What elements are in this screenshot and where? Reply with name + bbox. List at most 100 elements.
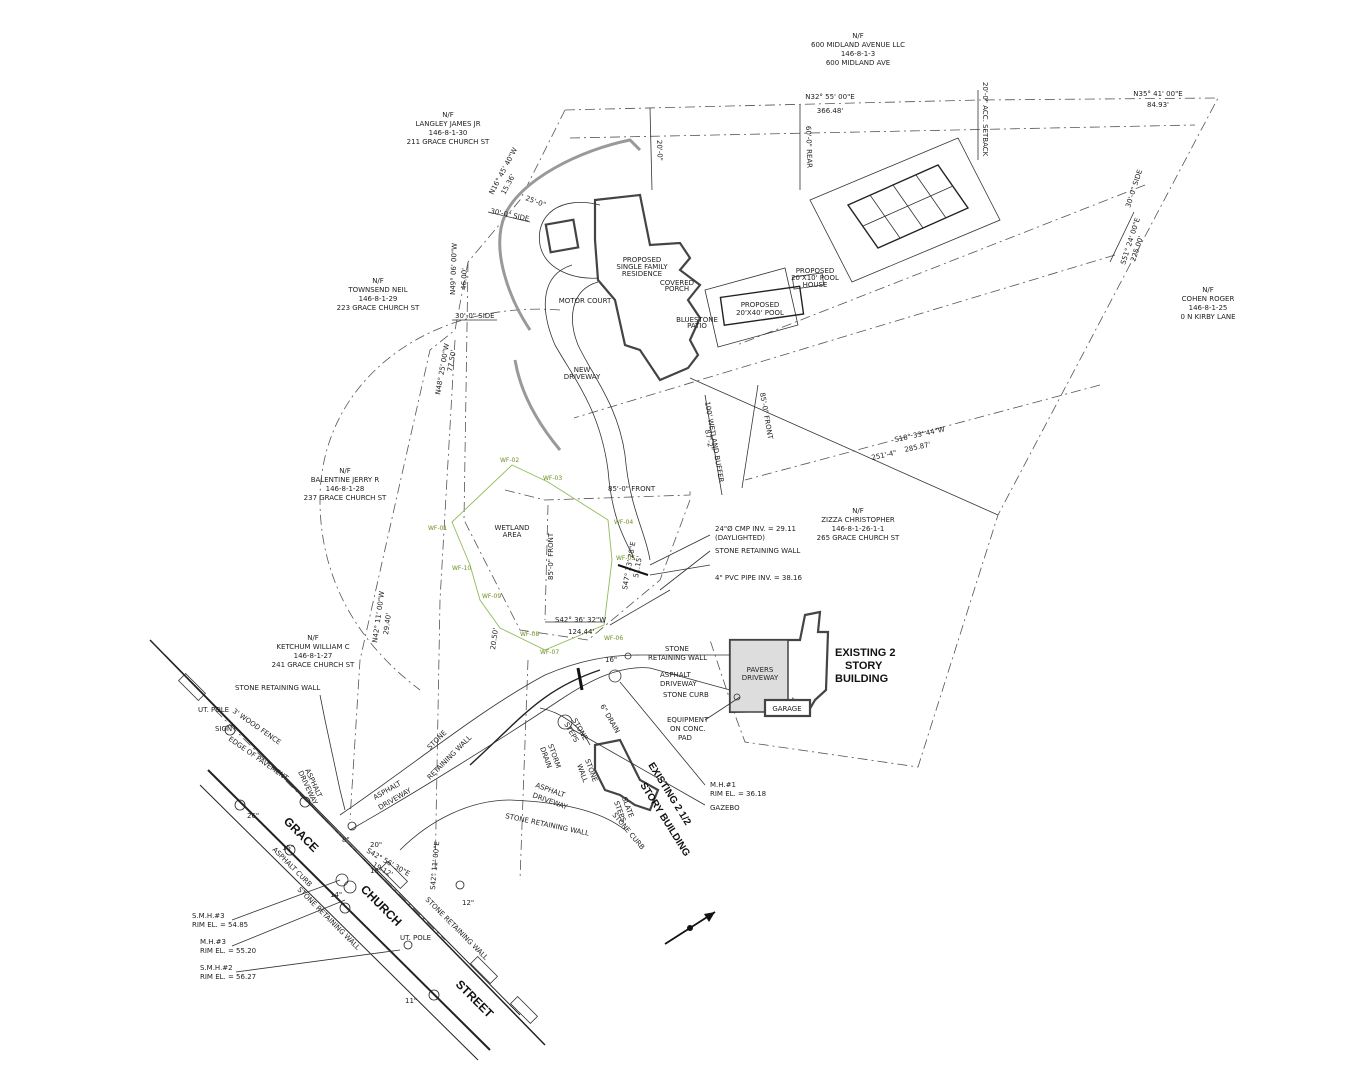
pool-area: PROPOSED 20'X40' POOL PROPOSED 20'X10' P… [704,267,839,348]
new-driveway [545,264,636,561]
residence-label-2: SINGLE FAMILY [616,263,668,271]
setback-line-inner-2 [544,504,549,621]
distance-4: 46.00' [460,268,469,290]
setback-line-inner-3 [519,659,529,881]
wetland-boundary [451,464,613,651]
svg-text:N/F: N/F [339,467,351,475]
wetland-buffer-curve [319,308,561,691]
setback-rear: 60'-0" REAR [804,126,813,169]
bearing-7: S18° 33' 44"W [894,425,946,443]
setback-side-right: 30'-0" SIDE [1124,169,1144,209]
svg-text:TOWNSEND NEIL: TOWNSEND NEIL [347,286,407,294]
svg-text:265 GRACE CHURCH ST: 265 GRACE CHURCH ST [817,534,900,542]
grace-church-street: GRACE CHURCH STREET [149,639,546,1061]
distance-11: 20.50' [489,627,500,650]
pool-label-2: 20'X40' POOL [736,309,784,317]
svg-text:237 GRACE CHURCH ST: 237 GRACE CHURCH ST [304,494,387,502]
leader-smh2 [235,949,401,973]
garage-label: GARAGE [772,705,801,713]
residence-label-1: PROPOSED [623,256,662,264]
pool-house-label-3: HOUSE [803,281,828,289]
pvc-note: 4" PVC PIPE INV. = 38.16 [715,574,802,582]
asphalt-note: ASPHALT [660,671,691,679]
setback-side-left: 30'-0" SIDE [490,207,530,223]
dim-30-side [487,211,531,223]
pavers-label-2: DRIVEWAY [742,674,779,682]
wf-10: WF-10 [452,565,471,572]
svg-text:211 GRACE CHURCH ST: 211 GRACE CHURCH ST [407,138,490,146]
stone-wall-note-3: STONE RETAINING WALL [235,684,320,692]
ut-pole-note-2: UT. POLE [400,934,431,942]
distance-1: 366.48' [817,107,843,115]
wf-07: WF-07 [540,649,559,656]
cmp-pipe [617,564,649,576]
mh1-symbol [608,669,622,683]
svg-text:600 MIDLAND AVENUE LLC: 600 MIDLAND AVENUE LLC [811,41,905,49]
cmp-leader [649,534,711,566]
dim-25-label: 25'-0" [524,194,546,209]
north-arrow [664,911,716,945]
dim-85-front [741,384,759,489]
existing-2-label-3: BUILDING [835,673,888,685]
setback-line-side [736,184,1146,346]
bearing-2: N35° 41' 00"E [1133,90,1182,98]
wall-leader [659,550,711,591]
bearing-11: S42° 11' 00"E [429,841,441,890]
dim-20-label: 20'-0" [655,140,664,161]
mh1-rim: RIM EL. = 36.18 [710,790,766,798]
street-word-2: CHURCH [358,882,405,929]
dim-87 [704,394,723,496]
asphalt-note-b: DRIVEWAY [660,680,697,688]
svg-text:146-8-1-29: 146-8-1-29 [359,295,398,303]
setback-line-front-2 [744,384,1101,481]
equipment-note-c: PAD [678,734,692,742]
setback-line-rear [569,124,1196,139]
smh3-rim: RIM EL. = 54.85 [192,921,248,929]
distance-9: 51.15' [632,555,644,578]
bluestone-label-2: PATIO [687,322,707,330]
leader-gazebo [569,727,706,806]
neighbor-langley: N/F LANGLEY JAMES JR 146-8-1-30 211 GRAC… [407,111,490,146]
smh2-note: S.M.H.#2 [200,964,233,972]
svg-text:241 GRACE CHURCH ST: 241 GRACE CHURCH ST [272,661,355,669]
wall-symbol [624,652,632,660]
buffer-line-2 [434,339,456,881]
tree-14: 14" [330,891,342,899]
svg-text:COHEN ROGER: COHEN ROGER [1182,295,1235,303]
tree-11: 11" [405,997,417,1005]
cmp-note-2: (DAYLIGHTED) [715,534,765,542]
svg-text:ZIZZA CHRISTOPHER: ZIZZA CHRISTOPHER [821,516,895,524]
svg-text:KETCHUM WILLIAM C: KETCHUM WILLIAM C [276,643,349,651]
svg-text:146-8-1-27: 146-8-1-27 [294,652,333,660]
wf-08: WF-08 [520,631,539,638]
existing-2-label-1: EXISTING 2 [835,647,896,659]
tree-16: 16" [605,656,617,664]
stone-wall-note-6: STONE RETAINING WALL [505,812,590,838]
svg-text:146-8-1-30: 146-8-1-30 [429,129,468,137]
pool-house-label-1: PROPOSED [796,267,835,275]
street-trees [224,724,465,1001]
mh3-note: M.H.#3 [200,938,226,946]
neighbor-600-midland: N/F 600 MIDLAND AVENUE LLC 146-8-1-3 600… [811,32,905,67]
tree-18: 18" [370,867,382,875]
stone-wall-note-2b: RETAINING WALL [648,654,707,662]
distance-5: 77.50' [446,349,458,372]
svg-text:146-8-1-28: 146-8-1-28 [326,485,365,493]
leader-equipment [704,696,741,721]
svg-text:223 GRACE CHURCH ST: 223 GRACE CHURCH ST [337,304,420,312]
stone-wall-note: STONE RETAINING WALL [715,547,800,555]
wf-09: WF-09 [482,593,501,600]
svg-text:N/F: N/F [852,507,864,515]
wf-01: WF-01 [428,525,447,532]
bearing-1: N32° 55' 00"E [805,93,854,101]
existing-2-5-story: EXISTING 2 1/2 STORY BUILDING [593,738,693,859]
svg-text:N/F: N/F [1202,286,1214,294]
distance-7: 285.87' [904,441,932,454]
svg-text:BALENTINE JERRY R: BALENTINE JERRY R [311,476,380,484]
setback-line-front [573,254,1116,419]
new-driveway-label-2: DRIVEWAY [564,373,601,381]
neighbor-ketchum: N/F KETCHUM WILLIAM C 146-8-1-27 241 GRA… [272,634,355,669]
svg-text:N/F: N/F [442,111,454,119]
street-word-3: STREET [453,977,497,1021]
